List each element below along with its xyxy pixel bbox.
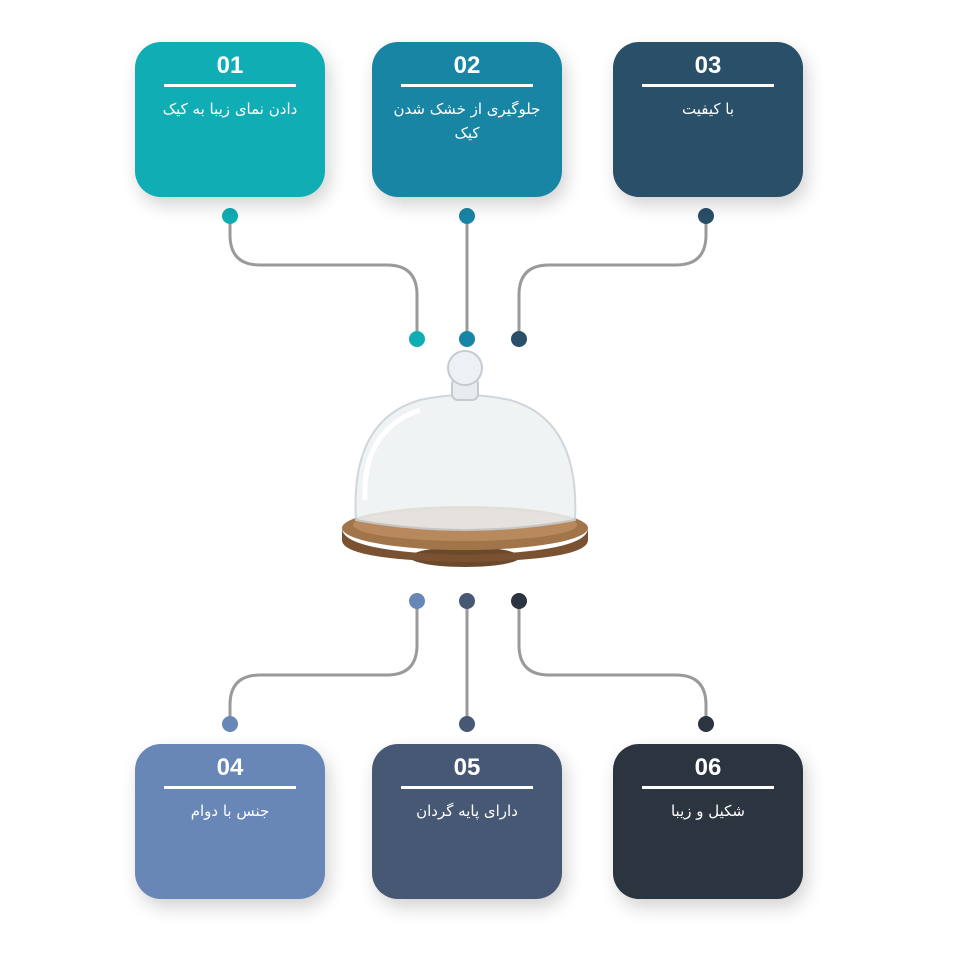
connector-03	[517, 216, 708, 339]
feature-number: 03	[694, 52, 722, 79]
feature-text: جلوگیری از خشک شدن کیک	[393, 100, 541, 142]
feature-card-05: 05 دارای پایه گردان	[372, 744, 562, 899]
feature-card-02: 02 جلوگیری از خشک شدن کیک	[372, 42, 562, 197]
connector-04	[228, 601, 419, 724]
dot-01-top	[222, 208, 238, 224]
feature-text: جنس با دوام	[190, 802, 270, 820]
connector-dots	[222, 208, 714, 732]
dot-02-center	[459, 331, 475, 347]
feature-card-03: 03 با کیفیت	[613, 42, 803, 197]
feature-text: با کیفیت	[681, 100, 735, 118]
divider	[401, 84, 533, 87]
feature-text: شکیل و زیبا	[670, 802, 746, 820]
feature-number: 01	[216, 52, 244, 79]
divider	[164, 786, 296, 789]
dot-03-center	[511, 331, 527, 347]
divider	[164, 84, 296, 87]
dot-05-bottom	[459, 716, 475, 732]
dot-04-bottom	[222, 716, 238, 732]
dot-04-center	[409, 593, 425, 609]
dot-01-center	[409, 331, 425, 347]
divider	[642, 84, 774, 87]
divider	[642, 786, 774, 789]
dot-05-center	[459, 593, 475, 609]
feature-number: 02	[453, 52, 481, 79]
connector-01	[228, 216, 419, 339]
connector-06	[517, 601, 708, 724]
feature-card-04: 04 جنس با دوام	[135, 744, 325, 899]
feature-card-06: 06 شکیل و زیبا	[613, 744, 803, 899]
feature-text: دادن نمای زیبا به کیک	[162, 100, 298, 118]
dot-06-bottom	[698, 716, 714, 732]
cake-dome-image	[342, 350, 588, 567]
connector-lines	[228, 216, 708, 724]
feature-text: دارای پایه گردان	[416, 802, 518, 820]
feature-card-01: 01 دادن نمای زیبا به کیک	[135, 42, 325, 197]
divider	[401, 786, 533, 789]
dot-03-top	[698, 208, 714, 224]
feature-number: 05	[453, 754, 481, 781]
dot-06-center	[511, 593, 527, 609]
dot-02-top	[459, 208, 475, 224]
feature-number: 04	[216, 754, 244, 781]
feature-number: 06	[694, 754, 722, 781]
